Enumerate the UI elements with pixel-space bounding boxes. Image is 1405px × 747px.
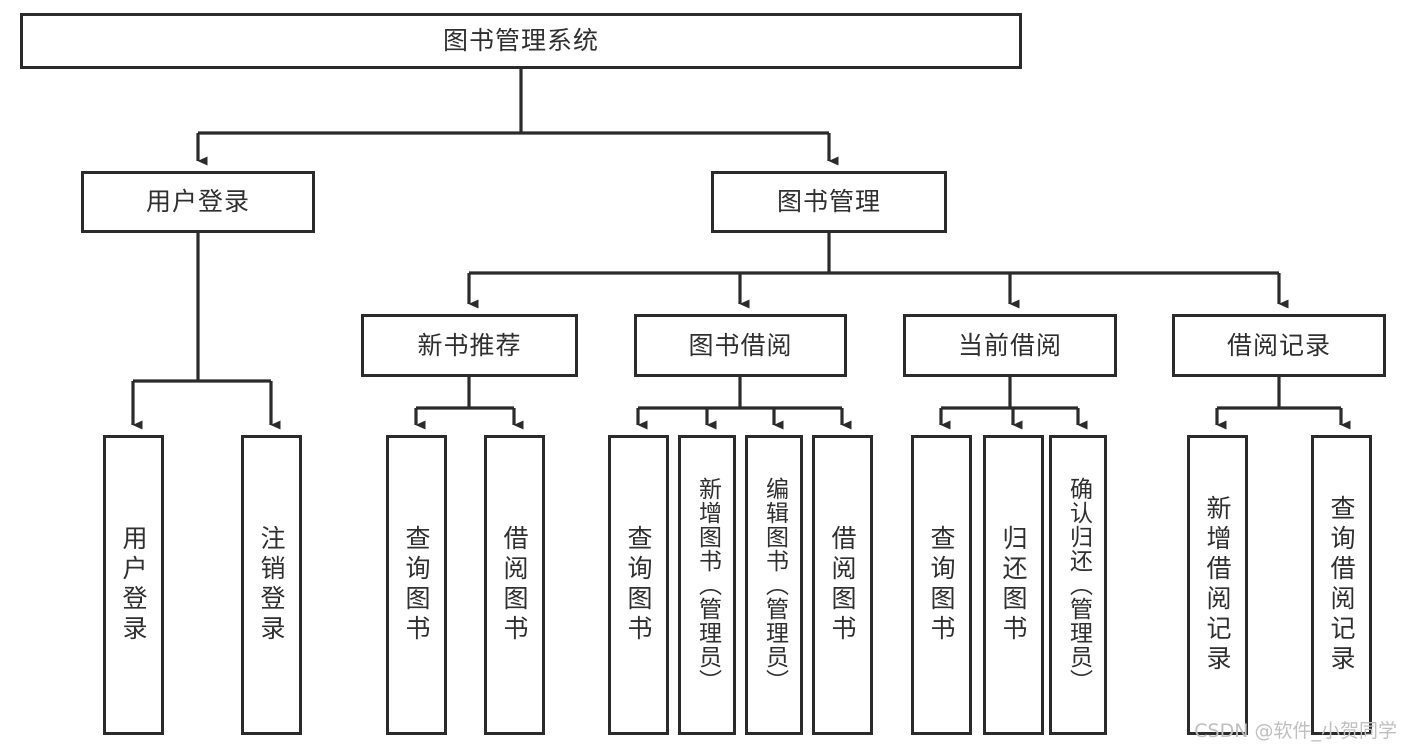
leaf-node-3[interactable]: 借阅图书 [484, 435, 545, 735]
node-label: 归还图书 [999, 525, 1028, 645]
node-label: 查询图书 [927, 525, 956, 645]
node-label: 用户登录 [119, 525, 148, 645]
node-label: 借阅图书 [828, 525, 857, 645]
leaf-node-6[interactable]: 编辑图书（管理员） [745, 435, 803, 735]
level2-node-0[interactable]: 用户登录 [81, 171, 315, 233]
node-label: 查询图书 [402, 525, 431, 645]
level3-node-1[interactable]: 图书借阅 [634, 314, 847, 377]
leaf-node-12[interactable]: 查询借阅记录 [1311, 435, 1372, 735]
node-label: 查询借阅记录 [1327, 495, 1356, 675]
node-label: 图书管理系统 [442, 26, 599, 56]
leaf-node-5[interactable]: 新增图书（管理员） [678, 435, 736, 735]
leaf-node-10[interactable]: 确认归还（管理员） [1049, 435, 1107, 735]
node-label: 用户登录 [145, 187, 250, 217]
level2-node-1[interactable]: 图书管理 [711, 171, 947, 233]
leaf-node-9[interactable]: 归还图书 [983, 435, 1044, 735]
node-label: 借阅记录 [1226, 330, 1331, 360]
node-label: 新增借阅记录 [1203, 495, 1232, 675]
node-label: 编辑图书（管理员） [761, 477, 788, 693]
level3-node-0[interactable]: 新书推荐 [361, 314, 578, 377]
node-label: 图书管理 [776, 187, 881, 217]
leaf-node-2[interactable]: 查询图书 [386, 435, 447, 735]
leaf-node-8[interactable]: 查询图书 [911, 435, 972, 735]
node-label: 查询图书 [624, 525, 653, 645]
leaf-node-7[interactable]: 借阅图书 [812, 435, 873, 735]
leaf-node-11[interactable]: 新增借阅记录 [1187, 435, 1248, 735]
level3-node-3[interactable]: 借阅记录 [1172, 314, 1386, 377]
root-node-0[interactable]: 图书管理系统 [20, 13, 1022, 69]
node-label: 图书借阅 [688, 330, 793, 360]
level3-node-2[interactable]: 当前借阅 [903, 314, 1117, 377]
node-label: 当前借阅 [957, 330, 1062, 360]
leaf-node-4[interactable]: 查询图书 [608, 435, 669, 735]
node-label: 确认归还（管理员） [1065, 477, 1092, 693]
leaf-node-1[interactable]: 注销登录 [241, 435, 302, 735]
connector-lines [131, 69, 1351, 430]
watermark-text: CSDN @软件_小贺同学 [1194, 720, 1397, 742]
leaf-node-0[interactable]: 用户登录 [103, 435, 164, 735]
node-label: 新书推荐 [417, 330, 522, 360]
node-label: 新增图书（管理员） [694, 477, 721, 693]
node-label: 借阅图书 [500, 525, 529, 645]
node-label: 注销登录 [257, 525, 286, 645]
